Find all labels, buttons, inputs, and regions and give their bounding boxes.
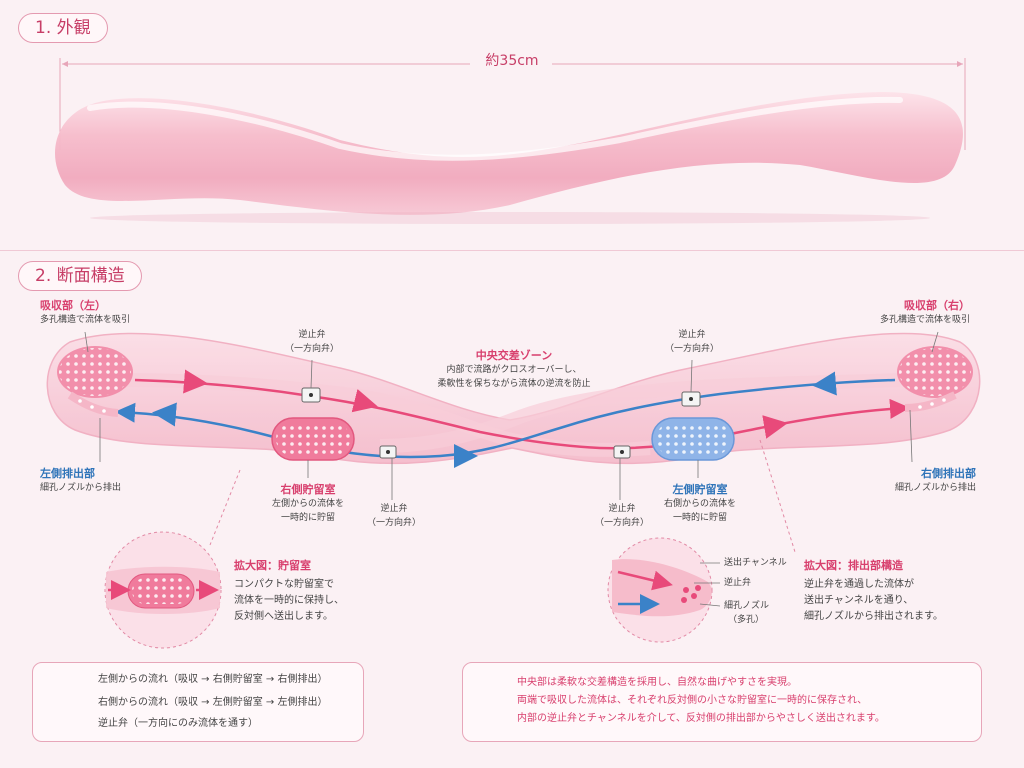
left-outlet-desc: 細孔ノズルから排出 xyxy=(40,483,122,493)
left-chamber-line1: 右側からの流体を xyxy=(663,499,737,509)
zoom-outlet-callout-nozzle-line1: 細孔ノズル xyxy=(724,601,770,611)
zoom-outlet-line3: 細孔ノズルから排出されます。 xyxy=(804,611,943,622)
valve-bottom-right-label: 逆止弁 （一方向弁） xyxy=(595,502,649,530)
blue-arrow-1 xyxy=(812,371,837,396)
note-line2: 両端で吸収した流体は、それぞれ反対側の小さな貯留室に一時的に保存され、 xyxy=(517,695,868,706)
right-absorb-title: 吸収部（右） xyxy=(904,299,970,312)
dashed-connector-right xyxy=(759,439,796,553)
center-zone-line1: 内部で流路がクロスオーバーし、 xyxy=(446,365,582,375)
legend-blue-text: 右側からの流れ（吸収 → 左側貯留室 → 左側排出） xyxy=(98,697,328,708)
left-outlet-title: 左側排出部 xyxy=(40,467,95,480)
valve-bottom-right-icon xyxy=(613,445,631,459)
valve-bottom-left-icon xyxy=(379,445,397,459)
rod-exterior xyxy=(55,92,963,224)
pink-arrow-1 xyxy=(183,369,208,394)
zoom-chamber-line2: 流体を一時的に保持し、 xyxy=(234,595,344,606)
center-zone-title: 中央交差ゾーン xyxy=(475,349,553,362)
valve-bottom-left-line1: 逆止弁 xyxy=(380,504,408,514)
left-chamber-line2: 一時的に貯留 xyxy=(672,513,728,523)
valve-top-left-label: 逆止弁 （一方向弁） xyxy=(285,328,339,356)
legend-valve-text: 逆止弁（一方向にのみ流体を通す） xyxy=(98,718,258,729)
valve-bottom-right-line2: （一方向弁） xyxy=(594,518,650,528)
left-chamber-title: 左側貯留室 xyxy=(672,483,728,496)
pink-arrow-3 xyxy=(762,415,788,439)
zoom-chamber-line1: コンパクトな貯留室で xyxy=(234,579,334,590)
valve-top-left-icon xyxy=(301,387,321,403)
note-line3: 内部の逆止弁とチャンネルを介して、反対側の排出部からやさしく送出されます。 xyxy=(517,713,885,724)
zoom-outlet-text: 拡大図：排出部構造 逆止弁を通過した流体が 送出チャンネルを通り、 細孔ノズルか… xyxy=(804,558,943,625)
zoom-chamber-title: 拡大図：貯留室 xyxy=(234,559,311,572)
note-box xyxy=(462,662,982,742)
right-chamber-title: 右側貯留室 xyxy=(280,483,336,496)
section-divider xyxy=(0,250,1024,251)
section2-label: 2. 断面構造 xyxy=(18,261,142,291)
right-absorb-label: 吸収部（右） 多孔構造で流体を吸引 xyxy=(880,298,970,327)
zoom-chamber-circle xyxy=(104,531,222,649)
left-absorb-desc: 多孔構造で流体を吸引 xyxy=(40,315,131,325)
legend-box xyxy=(32,662,364,742)
zoom-outlet-title: 拡大図：排出部構造 xyxy=(804,559,903,572)
left-chamber-label: 左側貯留室 右側からの流体を 一時的に貯留 xyxy=(664,482,736,525)
pink-arrow-2 xyxy=(351,388,378,413)
dashed-connector-left xyxy=(209,469,241,546)
left-chamber-capsule xyxy=(651,417,735,461)
valve-top-right-line2: （一方向弁） xyxy=(664,344,720,354)
blue-flow-path xyxy=(115,378,896,459)
valve-bottom-left-label: 逆止弁 （一方向弁） xyxy=(367,502,421,530)
zoom-outlet-callout-nozzle-line2: （多孔） xyxy=(728,615,765,625)
left-absorb-title: 吸収部（左） xyxy=(40,299,106,312)
valve-top-left-line2: （一方向弁） xyxy=(284,344,340,354)
valve-top-right-line1: 逆止弁 xyxy=(678,330,706,340)
right-chamber-line2: 一時的に貯留 xyxy=(280,513,336,523)
right-outlet-nozzle xyxy=(904,391,957,412)
right-chamber-capsule xyxy=(271,417,355,461)
left-absorb-label: 吸収部（左） 多孔構造で流体を吸引 xyxy=(40,298,130,327)
section1-label: 1. 外観 xyxy=(18,13,108,43)
blue-arrow-3 xyxy=(152,402,177,427)
left-absorb-pad xyxy=(57,346,133,398)
legend-pink-text: 左側からの流れ（吸収 → 右側貯留室 → 右側排出） xyxy=(98,674,328,685)
valve-bottom-left-line2: （一方向弁） xyxy=(366,518,422,528)
zoom-chamber-text: 拡大図：貯留室 コンパクトな貯留室で 流体を一時的に保持し、 反対側へ送出します… xyxy=(234,558,344,625)
dimension-line xyxy=(59,58,966,150)
note-line1: 中央部は柔軟な交差構造を採用し、自然な曲げやすさを実現。 xyxy=(517,677,797,688)
zoom-outlet-callout-channel: 送出チャンネル xyxy=(724,558,787,568)
right-chamber-label: 右側貯留室 左側からの流体を 一時的に貯留 xyxy=(272,482,344,525)
left-outlet-nozzle xyxy=(67,391,119,417)
valve-top-right-label: 逆止弁 （一方向弁） xyxy=(665,328,719,356)
left-outlet-label: 左側排出部 細孔ノズルから排出 xyxy=(40,466,121,495)
valve-top-left-line1: 逆止弁 xyxy=(298,330,326,340)
valve-top-right-icon xyxy=(681,391,701,407)
right-outlet-desc: 細孔ノズルから排出 xyxy=(894,483,976,493)
right-outlet-label: 右側排出部 細孔ノズルから排出 xyxy=(895,466,976,495)
zoom-outlet-line1: 逆止弁を通過した流体が xyxy=(804,579,914,590)
zoom-outlet-line2: 送出チャンネルを通り、 xyxy=(804,595,914,606)
zoom-outlet-callout-valve: 逆止弁 xyxy=(724,578,752,588)
center-zone-label: 中央交差ゾーン 内部で流路がクロスオーバーし、 柔軟性を保ちながら流体の逆流を防… xyxy=(433,348,595,391)
right-outlet-title: 右側排出部 xyxy=(921,467,976,480)
right-absorb-pad xyxy=(897,346,973,398)
dimension-label: 約35cm xyxy=(479,54,545,68)
center-zone-line2: 柔軟性を保ちながら流体の逆流を防止 xyxy=(437,379,591,389)
zoom-outlet-callout-nozzle: 細孔ノズル （多孔） xyxy=(724,599,769,627)
valve-bottom-right-line1: 逆止弁 xyxy=(608,504,636,514)
zoom-outlet-circle xyxy=(607,537,721,643)
right-absorb-desc: 多孔構造で流体を吸引 xyxy=(879,315,970,325)
zoom-chamber-line3: 反対側へ送出します。 xyxy=(234,611,333,622)
leader-lines xyxy=(84,331,939,500)
right-chamber-line1: 左側からの流体を xyxy=(271,499,345,509)
